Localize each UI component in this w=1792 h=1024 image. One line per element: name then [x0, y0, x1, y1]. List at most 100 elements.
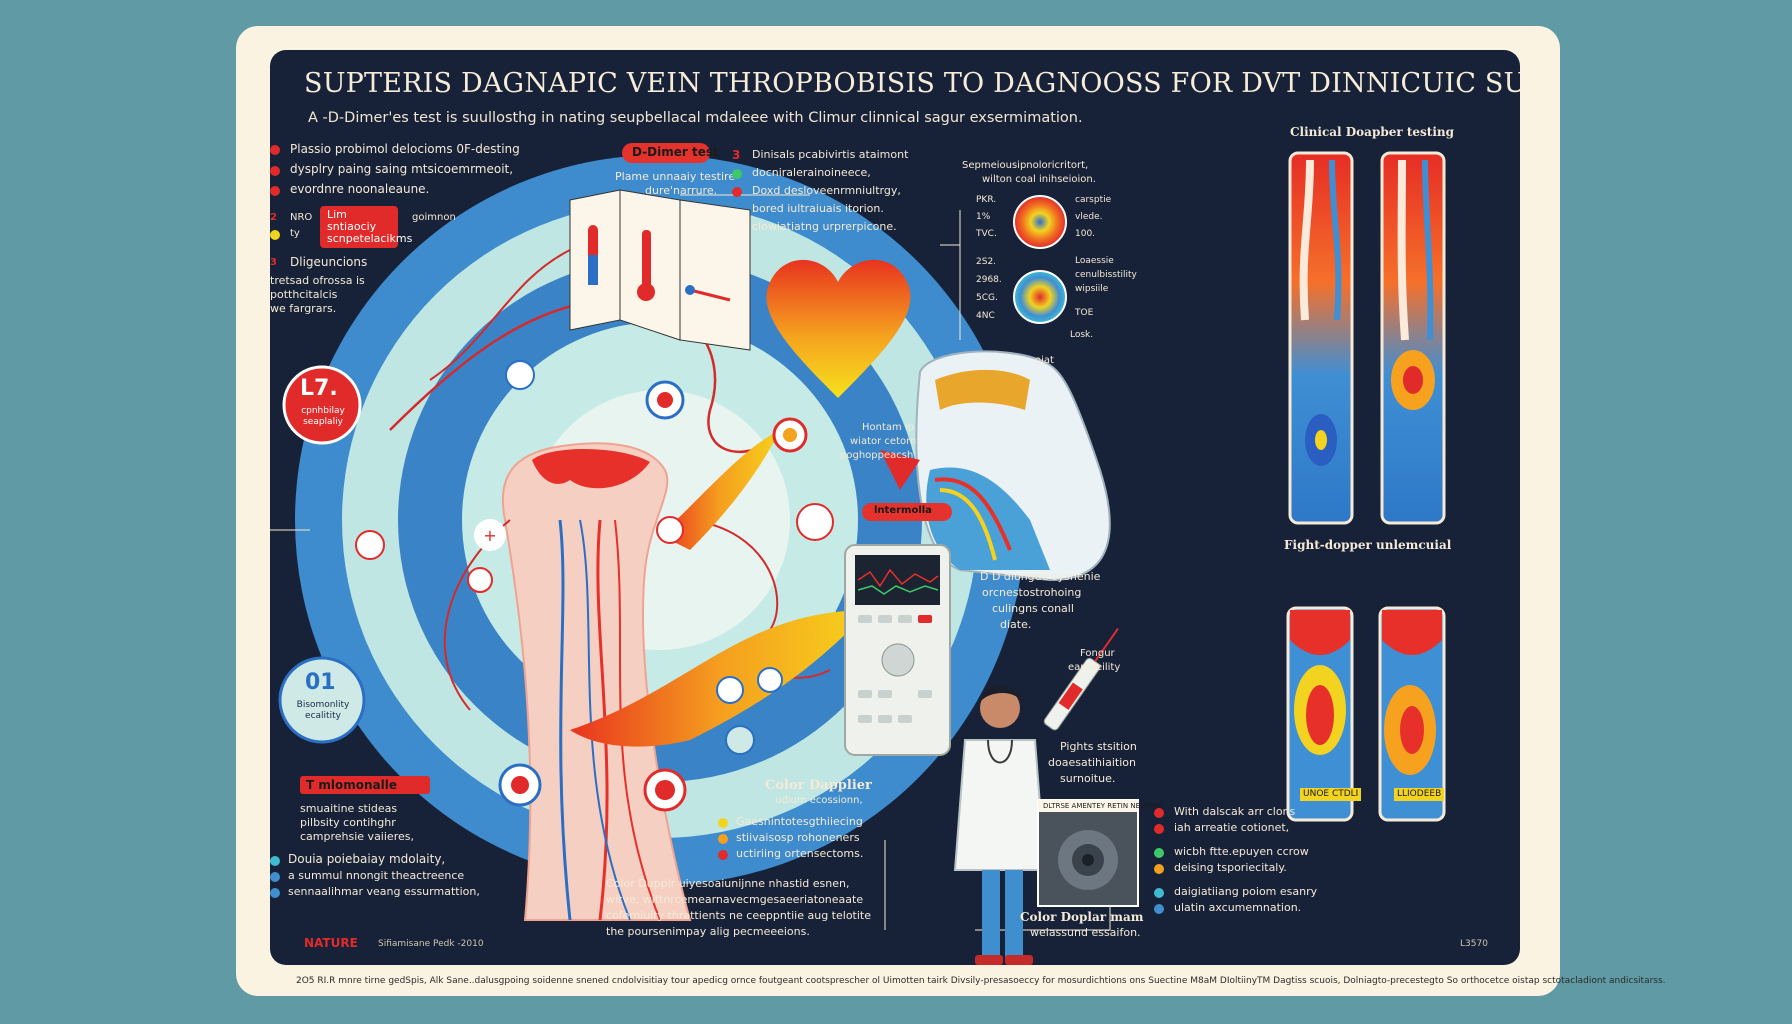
scan-right-label: TOE: [1075, 308, 1094, 318]
left-circle-head: Dligeuncions: [290, 255, 368, 269]
left-circle-body: tretsad ofrossa is: [270, 274, 365, 287]
bullet-dot: [270, 230, 280, 240]
pights-line: surnoitue.: [1060, 772, 1116, 785]
credit-brand: NATURE: [304, 936, 358, 950]
bullet-dot: [1154, 808, 1164, 818]
stat-circle-red: [282, 365, 362, 445]
bullet-dot: [718, 818, 728, 828]
heart-caption: wiator cetorn: [850, 436, 917, 447]
mid-list-item: Doxd desloveenrmniultrgy,: [752, 184, 901, 197]
cd-head: Color Dapplier: [765, 778, 872, 793]
ddimer-pill-bg: [622, 143, 710, 163]
doppler-tubes-top: [1288, 151, 1446, 525]
cdm-caption: Color Doplar mam: [1020, 910, 1144, 924]
stat-small: cpnhbilay seaplaliy: [301, 406, 345, 427]
doctor-figure: [953, 685, 1047, 965]
cdm-caption: welassund essaifon.: [1030, 926, 1141, 939]
mid-list-item: clowiatiatng urprerpicone.: [752, 220, 897, 233]
doppler-monitor: [844, 544, 951, 756]
bullet-dot: [1154, 824, 1164, 834]
bullet-dot: [270, 888, 280, 898]
mid-right-top: wilton coal inihseioion.: [982, 174, 1096, 185]
bullet-dot: [270, 145, 280, 155]
ultrasound-probe: [915, 350, 1111, 582]
left-top-item: evordnre noonaleaune.: [290, 182, 430, 196]
left-bottom-a: camprehsie vaiieres,: [300, 830, 414, 843]
scan-small: Losk.: [1070, 330, 1094, 340]
left-badge-tail: goimnon: [412, 212, 456, 223]
cd2-line: cofemiuity thrattients ne ceeppntiie aug…: [606, 909, 871, 922]
cd-list-item: uctiriing ortensectoms.: [736, 847, 864, 860]
left-bottom-b: a summul nnongit theactreence: [288, 869, 465, 882]
right-mid-label: Fight-dopper unlemcuial: [1284, 538, 1452, 552]
cd-sub: udium ecossionn,: [775, 795, 863, 806]
stat-circle-teal: [278, 656, 366, 744]
scan-right-label: Loaessie: [1075, 256, 1114, 266]
cd-list-item: stiivaisosp rohoneners: [736, 831, 860, 844]
heart-caption: poghoppeacsh: [840, 450, 914, 461]
diagram-illustration: +: [270, 143, 1446, 965]
left-bottom-b: Douia poiebaiay mdolaity,: [288, 852, 446, 866]
bullet-dot: [732, 169, 742, 179]
poster-footer: 2O5 RI.R mnre tirne gedSpis, Alk Sane..d…: [296, 976, 1666, 986]
bullet-dot: [270, 872, 280, 882]
bullet-dot: [1154, 888, 1164, 898]
stat2-small: Bisomonlity ecalitity: [296, 700, 350, 721]
tube-label: LLIODEEB: [1394, 788, 1445, 801]
ring-nodes: +: [355, 360, 905, 812]
syringe-icon: [1043, 627, 1119, 731]
tube-label: UNOE CTDLI: [1300, 788, 1362, 801]
right-list-item: iah arreatie cotionet,: [1174, 821, 1290, 834]
dd-box-line: diate.: [1000, 618, 1032, 631]
ddimer-desc: Plame unnaaiy testire: [615, 170, 736, 183]
bullet-dot: [1154, 864, 1164, 874]
scan-left-label: TVC.: [976, 229, 997, 239]
right-list-item: deising tsporiecitaly.: [1174, 861, 1287, 874]
heart-caption: Hontam ip: [862, 422, 915, 433]
cd2-line: Color Dupplr uiyesoaiunijnne nhastid esn…: [606, 877, 850, 890]
left-circle-body: we fargrars.: [270, 302, 337, 315]
bullet-dot: [1154, 848, 1164, 858]
scan-circle-1: [1013, 195, 1067, 249]
infographic-poster: +: [270, 50, 1520, 965]
mid-right-top: Sepmeiousipnoloricritort,: [962, 160, 1089, 171]
ddimer-desc: dure'narrure.: [645, 184, 718, 197]
stat-big: L7.: [300, 376, 338, 401]
left-circle-num: 3: [270, 257, 277, 268]
left-top-item: dysplry paing saing mtsicoemrmeoit,: [290, 162, 514, 176]
scan-right-label: vlede.: [1075, 212, 1103, 222]
scan-left-label: PKR.: [976, 195, 997, 205]
left-top-item: Plassio probimol delocioms 0F-desting: [290, 142, 520, 156]
dd-box-line: culingns conall: [992, 602, 1074, 615]
doppler-tubes-bottom: [1286, 606, 1446, 822]
pights-line: Pights stsition: [1060, 740, 1137, 753]
svg-text:+: +: [483, 526, 496, 545]
device-label: oiat: [1035, 355, 1054, 366]
scan-right-label: carsptie: [1075, 195, 1112, 205]
cd2-line: the poursenimpay alig pecmeeeions.: [606, 925, 810, 938]
mid-list-item: Dinisals pcabivirtis ataimont: [752, 148, 909, 161]
left-banner-bg: [300, 776, 430, 794]
scan-left-label: 2S2.: [976, 257, 997, 267]
poster-subtitle: A -D-Dimer'es test is suullosthg in nati…: [308, 110, 1083, 126]
left-circle-body: potthcitalcis: [270, 288, 338, 301]
mid-list-item: docniralerainoineece,: [752, 166, 871, 179]
pights-line: doaesatihiaition: [1048, 756, 1136, 769]
scan-right-label: cenulbisstility: [1075, 270, 1137, 280]
bullet-dot: [718, 834, 728, 844]
bullet-dot: [732, 187, 742, 197]
left-bottom-a: smuaitine stideas: [300, 802, 398, 815]
right-list-item: With dalscak arr clons: [1174, 805, 1296, 818]
poster-title: SUPTERIS DAGNAPIC VEIN THROPBOBISIS TO D…: [304, 68, 1520, 99]
bullet-dot: [270, 166, 280, 176]
dd-box-line: D D dlongde sysnenie: [980, 570, 1101, 583]
flow-ribbon-lower: [570, 610, 870, 747]
mid-list-item: bored iultraiuais itorion.: [752, 202, 884, 215]
bullet-dot: [1154, 904, 1164, 914]
vein-trunk: [501, 442, 692, 921]
flow-ribbon-upper: [660, 430, 780, 550]
left-badge-sub: ty: [290, 228, 300, 239]
bullet-dot: [718, 850, 728, 860]
ultra-label: DLTRSE AMENTEY RETIN NEOEMN: [1043, 802, 1162, 810]
right-top-label: Clinical Doapber testing: [1290, 125, 1455, 139]
